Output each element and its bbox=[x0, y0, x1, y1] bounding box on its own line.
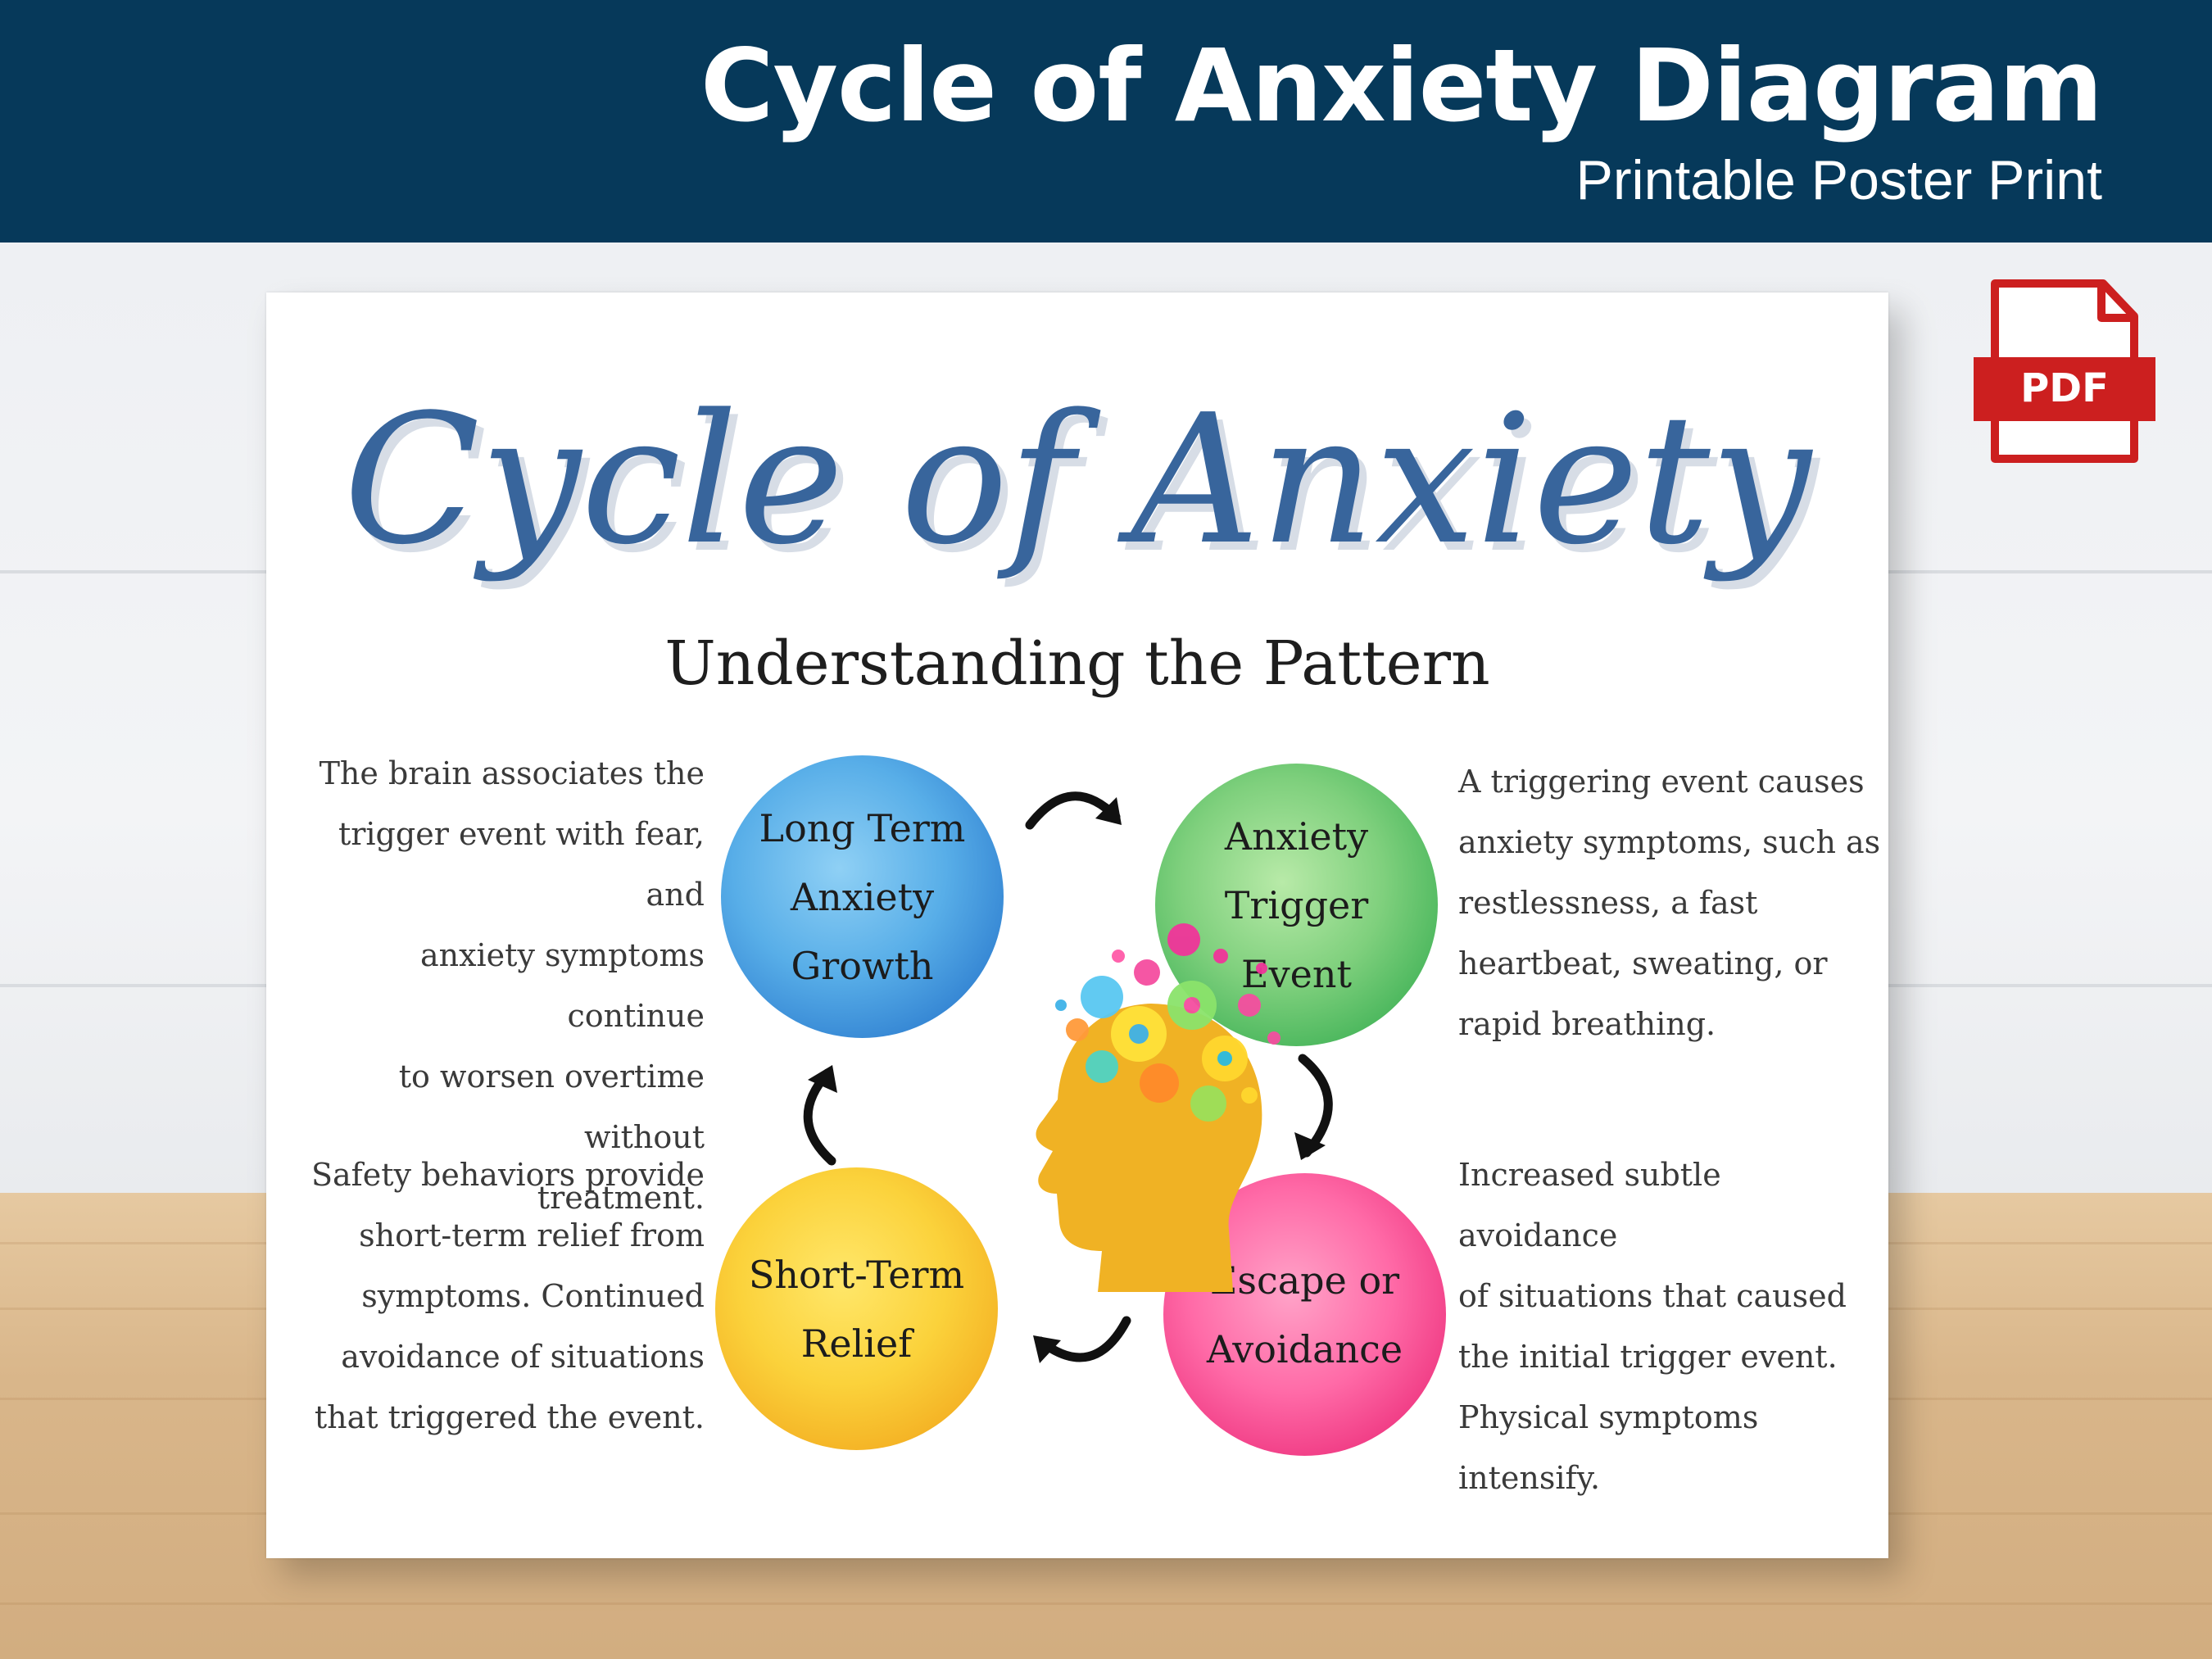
stage-label: Escape or Avoidance bbox=[1206, 1258, 1403, 1371]
head-with-flowers-icon bbox=[1036, 923, 1281, 1292]
arrow-right-icon bbox=[1025, 791, 1122, 830]
flower-cluster bbox=[1055, 923, 1281, 1122]
stage-label: Short-Term Relief bbox=[748, 1252, 965, 1366]
poster: Cycle of Anxiety Understanding the Patte… bbox=[266, 292, 1888, 1558]
arrow-down-icon bbox=[1294, 1054, 1333, 1160]
description-long-term: The brain associates the trigger event w… bbox=[319, 755, 705, 1216]
header-subtitle: Printable Poster Print bbox=[1575, 149, 2102, 211]
poster-title: Cycle of Anxiety bbox=[343, 377, 1811, 584]
description-escape-avoidance: Increased subtle avoidance of situations… bbox=[1458, 1157, 1847, 1496]
stage-label: Long Term Anxiety Growth bbox=[759, 805, 966, 988]
description-short-term-relief: Safety behaviors provide short-term reli… bbox=[310, 1157, 705, 1435]
stage-short-term-relief: Short-Term Relief bbox=[715, 1167, 998, 1450]
description-trigger-event: A triggering event causes anxiety sympto… bbox=[1458, 764, 1881, 1042]
stage-long-term-anxiety-growth: Long Term Anxiety Growth bbox=[721, 755, 1004, 1038]
header-title: Cycle of Anxiety Diagram bbox=[700, 28, 2103, 144]
pdf-icon: PDF bbox=[1974, 279, 2155, 463]
stage-escape-or-avoidance: Escape or Avoidance bbox=[1163, 1173, 1446, 1456]
header-banner: Cycle of Anxiety Diagram Printable Poste… bbox=[0, 0, 2212, 243]
stage-label: Anxiety Trigger Event bbox=[1224, 814, 1369, 996]
pdf-label: PDF bbox=[2020, 365, 2109, 411]
arrow-up-icon bbox=[803, 1065, 837, 1166]
arrow-left-icon bbox=[1033, 1316, 1131, 1363]
poster-subtitle: Understanding the Pattern bbox=[664, 628, 1490, 699]
